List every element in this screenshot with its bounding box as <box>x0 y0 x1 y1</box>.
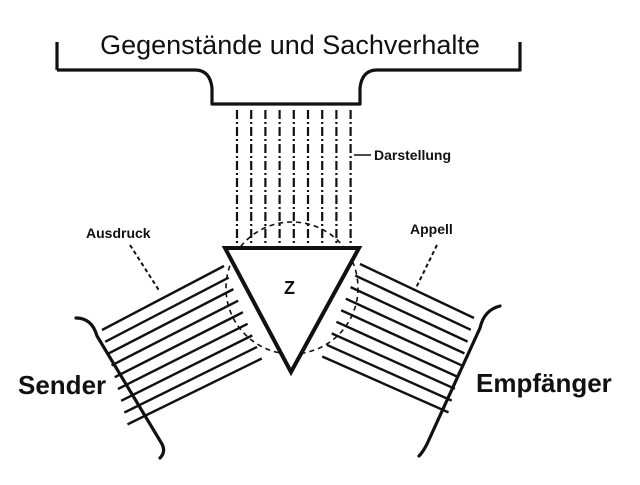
expression-line <box>117 322 249 391</box>
expression-line <box>114 311 244 379</box>
sender-bracket <box>74 316 166 460</box>
appeal-leader <box>414 244 438 291</box>
expression-line <box>120 334 253 402</box>
expression-lines <box>101 264 263 426</box>
representation-lines <box>235 110 352 246</box>
receiver-bracket <box>417 304 502 458</box>
appeal-line <box>335 320 459 379</box>
receiver-label: Empfänger <box>476 368 612 398</box>
appeal-line <box>326 343 453 402</box>
objects-brace <box>55 42 522 106</box>
appeal-line <box>350 286 469 343</box>
sender-label: Sender <box>18 370 107 400</box>
expression-label: Ausdruck <box>86 225 151 241</box>
appeal-label: Appell <box>410 221 453 237</box>
appeal-lines <box>321 262 475 414</box>
objects-label: Gegenstände und Sachverhalte <box>100 30 480 60</box>
appeal-line <box>331 332 456 390</box>
expression-leader <box>129 244 161 293</box>
expression-line <box>107 288 234 355</box>
appeal-line <box>359 262 475 320</box>
expression-line <box>126 357 263 426</box>
sign-triangle <box>221 246 363 377</box>
expression-line <box>104 276 230 343</box>
expression-line <box>111 299 239 367</box>
appeal-line <box>345 297 465 355</box>
representation-label: Darstellung <box>374 147 452 163</box>
appeal-line <box>354 274 472 331</box>
appeal-line <box>321 355 449 414</box>
expression-line <box>101 264 225 332</box>
expression-line <box>123 345 258 414</box>
sign-label: Z <box>284 278 295 298</box>
appeal-line <box>340 309 462 367</box>
